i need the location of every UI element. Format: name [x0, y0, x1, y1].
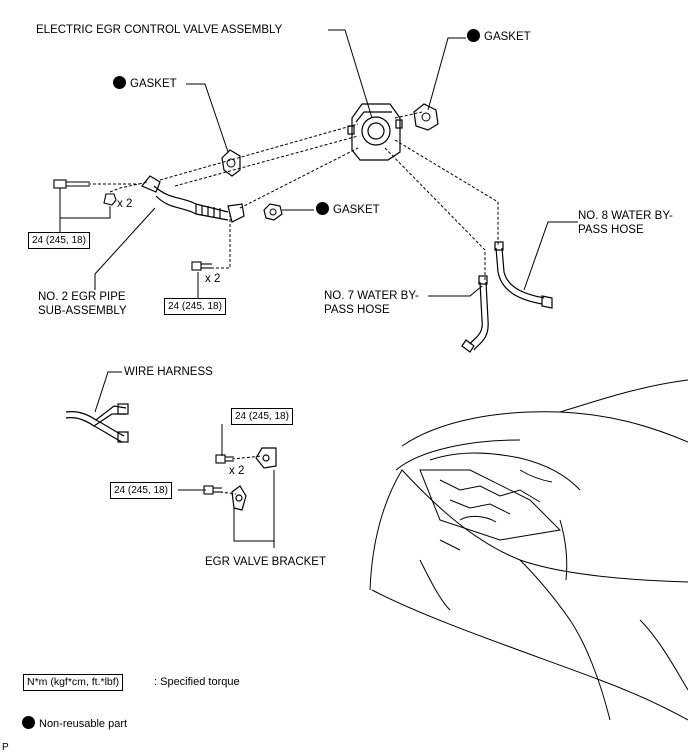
leader-wire-harness: [94, 371, 122, 413]
legend-torque-box: N*m (kgf*cm, ft.*lbf): [23, 674, 124, 691]
hose8-label: NO. 8 WATER BY- PASS HOSE: [578, 209, 673, 237]
bracket-shape: [231, 447, 277, 511]
gasket-label-mid: GASKET: [316, 202, 380, 217]
qty-bracket-bolts: x 2: [229, 465, 245, 477]
hose8-shape: [494, 241, 553, 309]
gasket-shape-top-right: [413, 103, 439, 131]
wire-harness-shape: [65, 403, 129, 443]
nonreusable-dot-icon: [113, 76, 126, 89]
torque-box-bracket-upper: 24 (245, 18): [231, 408, 293, 425]
gasket-label-top-left: GASKET: [113, 76, 177, 91]
nonreusable-dot-icon: [316, 202, 329, 215]
wire-harness-label: WIRE HARNESS: [124, 366, 213, 378]
torque-box-bracket-left: 24 (245, 18): [110, 482, 172, 499]
egr-pipe-label: NO. 2 EGR PIPE SUB-ASSEMBLY: [38, 290, 127, 318]
legend-torque-desc: : Specified torque: [154, 676, 240, 688]
legend-nonreusable-text: Non-reusable part: [39, 718, 128, 730]
nonreusable-dot-icon: [467, 29, 480, 42]
egr-pipe-label-line1: NO. 2 EGR PIPE: [38, 291, 126, 303]
bolt-shapes: [53, 179, 234, 495]
leader-hose8: [523, 221, 578, 291]
gasket-shape-top-left: [221, 149, 241, 177]
torque-box-pipe-left: 24 (245, 18): [28, 232, 90, 249]
egr-bracket-label: EGR VALVE BRACKET: [205, 556, 326, 568]
hose8-label-line2: PASS HOSE: [578, 224, 644, 236]
vehicle-outline: [369, 379, 688, 721]
hose7-label-line2: PASS HOSE: [324, 304, 390, 316]
gasket-label-top-right: GASKET: [467, 29, 531, 44]
leader-hose7: [428, 285, 483, 297]
leader-egr-valve: [328, 29, 373, 119]
egr-valve-label: ELECTRIC EGR CONTROL VALVE ASSEMBLY: [36, 24, 283, 36]
legend-nonreusable: Non-reusable part: [22, 716, 127, 731]
leader-gasket-top-left: [186, 83, 229, 153]
gasket-text: GASKET: [484, 31, 531, 43]
hose7-label-line1: NO. 7 WATER BY-: [324, 290, 419, 302]
gasket-text: GASKET: [130, 78, 177, 90]
egr-pipe-shape: [141, 175, 245, 223]
qty-pipe-bolts: x 2: [117, 198, 133, 210]
qty-lower-bolt: x 2: [205, 273, 221, 285]
leader-gasket-top-right: [427, 37, 466, 111]
hose7-label: NO. 7 WATER BY- PASS HOSE: [324, 289, 419, 317]
egr-valve-body: [347, 103, 403, 161]
egr-pipe-label-line2: SUB-ASSEMBLY: [38, 305, 127, 317]
torque-box-pipe-lower: 24 (245, 18): [164, 298, 226, 315]
torque-leader-pipe-left: [59, 188, 111, 219]
leader-egr-pipe: [94, 207, 156, 290]
corner-mark: P: [2, 742, 9, 753]
hose8-label-line1: NO. 8 WATER BY-: [578, 210, 673, 222]
hose7-shape: [461, 275, 489, 353]
gasket-shape-mid: [263, 203, 283, 221]
gasket-text: GASKET: [333, 204, 380, 216]
nonreusable-dot-icon: [22, 716, 35, 729]
leader-bracket: [233, 470, 275, 542]
